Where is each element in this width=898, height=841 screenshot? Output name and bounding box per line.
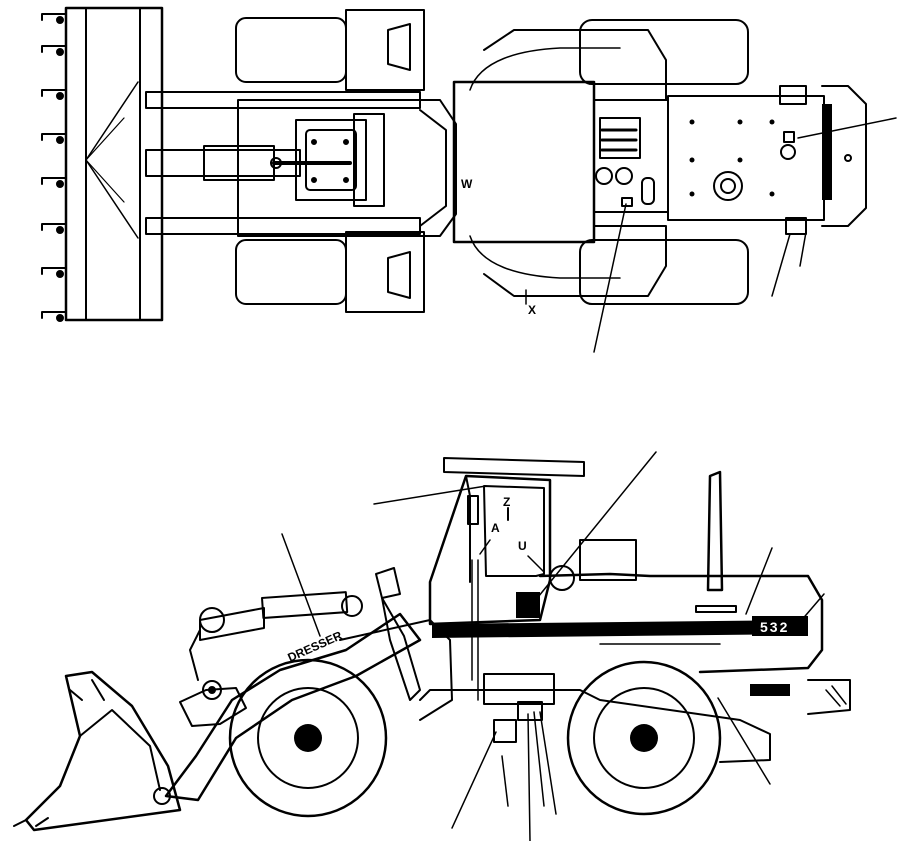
side-stripe: 532: [432, 616, 808, 645]
top-cab-roof: [452, 80, 596, 244]
top-rear-tyres: [579, 19, 749, 305]
label-u: U: [518, 539, 527, 553]
side-front-frame: DRESSER: [286, 567, 453, 721]
top-hoses: [469, 47, 621, 279]
model-number: 532: [760, 619, 789, 635]
side-loader-arm: [164, 612, 422, 802]
label-w: W: [461, 177, 473, 191]
top-leader-lines: [525, 117, 897, 353]
side-rear-frame: [419, 559, 771, 763]
side-front-wheel: [228, 658, 388, 818]
label-a: A: [491, 521, 500, 535]
top-rear-frame: [483, 29, 867, 297]
top-lift-arms: [145, 91, 421, 235]
label-z: Z: [503, 495, 510, 509]
side-lift-cylinder: [189, 591, 363, 681]
side-leader-lines: [281, 451, 825, 841]
top-front-tyres: [235, 9, 425, 313]
side-engine-hood: [538, 470, 851, 715]
side-rear-wheel: [566, 660, 722, 816]
label-x: X: [528, 303, 536, 317]
top-bucket: [41, 6, 164, 322]
side-view: DRESSER Z A U: [13, 451, 851, 841]
top-view: W: [41, 6, 897, 353]
side-cab: Z A U: [428, 457, 585, 626]
bucket-teeth: [41, 13, 67, 322]
side-bucket: [13, 670, 182, 832]
top-front-frame: [237, 99, 457, 237]
